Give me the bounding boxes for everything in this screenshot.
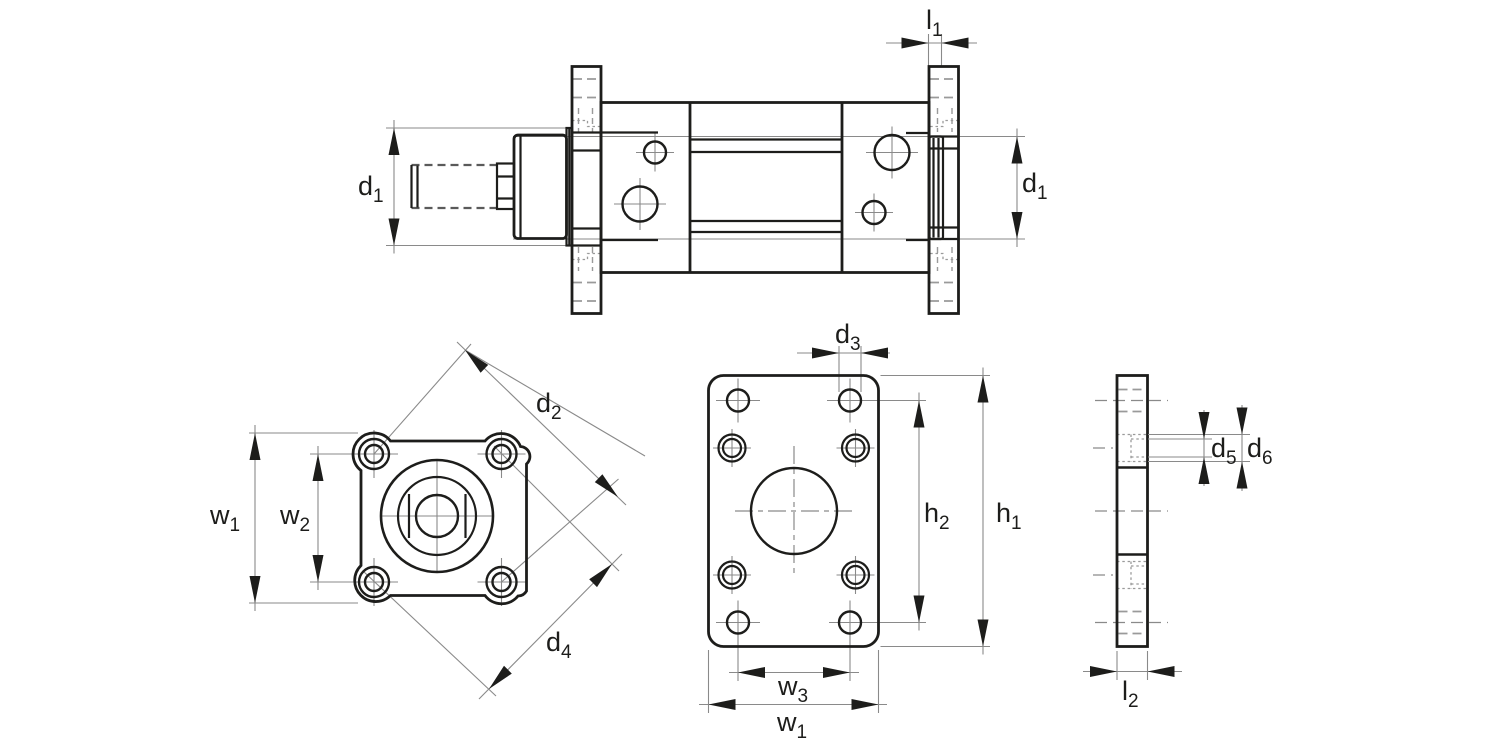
dim-label-w1-front: w1 bbox=[209, 500, 240, 536]
cylinder-dim-arrows bbox=[388, 37, 1023, 246]
dim-label-l1: l1 bbox=[926, 5, 943, 41]
piston-rod bbox=[410, 162, 516, 211]
plate-bore bbox=[749, 466, 839, 556]
plate-side-outline bbox=[1115, 374, 1149, 648]
square-flange-outline bbox=[351, 431, 532, 606]
dim-label-d2: d2 bbox=[536, 388, 562, 424]
view-cylinder-side: d1 l1 d1 bbox=[358, 5, 1048, 315]
dim-label-h2: h2 bbox=[924, 498, 950, 534]
view-flange-plate: d3 h2 h1 w3 w1 bbox=[699, 319, 1022, 743]
front-bearing-collar bbox=[512, 126, 574, 247]
plate-side-centerlines bbox=[1093, 399, 1168, 624]
dim-label-d6: d6 bbox=[1247, 433, 1273, 469]
square-flange-bore bbox=[379, 458, 495, 574]
dim-label-w3: w3 bbox=[777, 671, 808, 707]
flange-hidden-lines bbox=[572, 78, 959, 302]
view-plate-side: d5 d6 l2 bbox=[1083, 374, 1273, 712]
plate-side-hidden bbox=[1117, 388, 1148, 635]
dim-label-d4: d4 bbox=[546, 627, 572, 663]
dim-label-d1-right: d1 bbox=[1022, 168, 1048, 204]
plate-dim-arrows bbox=[708, 347, 989, 710]
dim-label-h1: h1 bbox=[996, 498, 1022, 534]
square-flange-bolt-holes bbox=[357, 437, 518, 599]
dim-label-d1-left: d1 bbox=[358, 171, 384, 207]
plate-outline bbox=[707, 374, 880, 648]
dim-label-l2: l2 bbox=[1122, 676, 1139, 712]
cylinder-body bbox=[572, 101, 959, 274]
dim-label-w2: w2 bbox=[279, 500, 310, 536]
dim-label-w1-plate: w1 bbox=[776, 707, 807, 743]
port-holes bbox=[621, 133, 911, 226]
front-flange bbox=[570, 65, 603, 315]
view-square-flange: w1 w2 d2 d4 bbox=[209, 341, 646, 700]
plate-side-arrows bbox=[1090, 407, 1248, 677]
square-flange-dim-arrows bbox=[249, 350, 618, 689]
dim-label-d5: d5 bbox=[1211, 433, 1237, 469]
dim-label-d3: d3 bbox=[835, 319, 861, 355]
plate-holes bbox=[717, 388, 871, 635]
